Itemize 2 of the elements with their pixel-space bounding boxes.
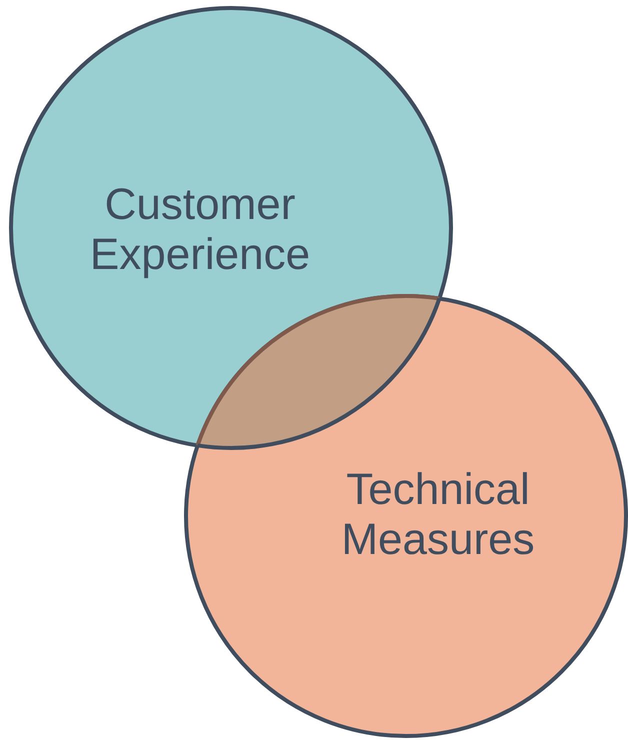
circle-label: Technical Measures <box>340 465 536 565</box>
circle-label: Customer Experience <box>88 180 312 280</box>
